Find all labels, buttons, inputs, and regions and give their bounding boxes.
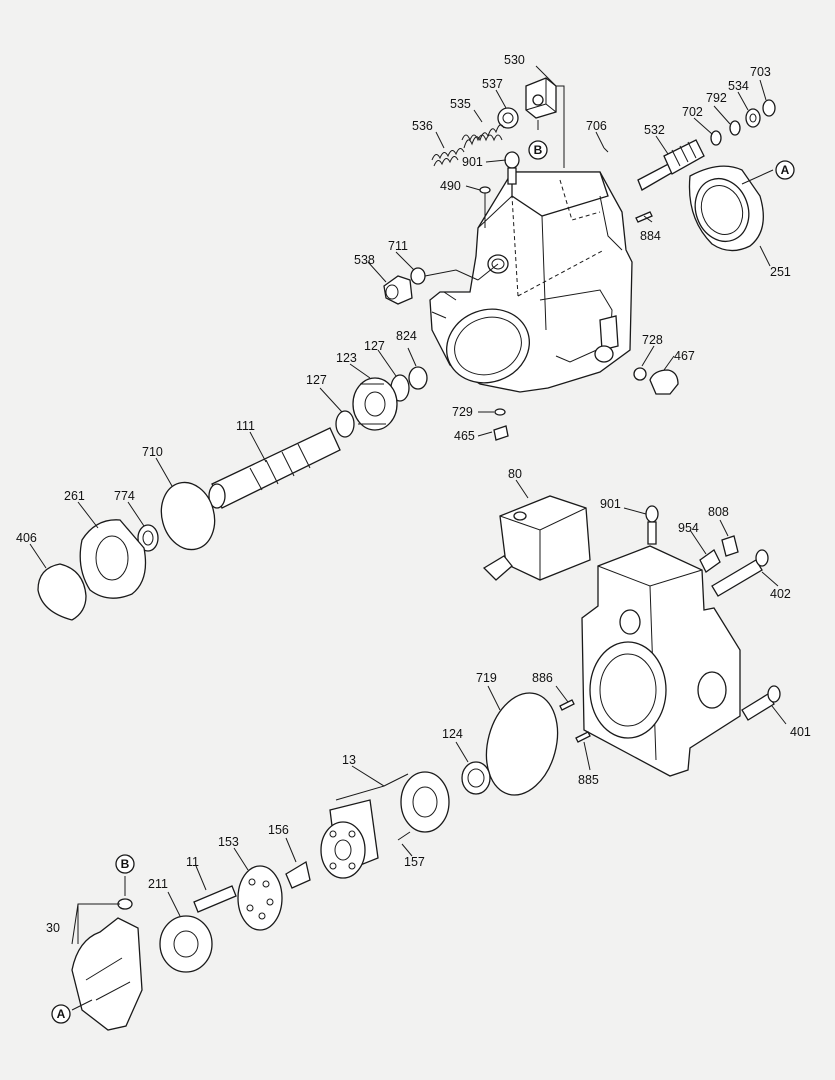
svg-text:A: A [57, 1007, 66, 1021]
leader-lines [29, 65, 787, 1011]
label-824: 824 [396, 329, 417, 343]
label-80: 80 [508, 467, 522, 481]
label-703: 703 [750, 65, 771, 79]
label-111: 111 [236, 419, 255, 433]
ref-marker-a-top: A [775, 160, 795, 180]
label-211: 211 [148, 877, 168, 891]
label-11: 11 [186, 855, 199, 869]
label-406: 406 [16, 531, 37, 545]
label-530: 530 [504, 53, 525, 67]
label-156: 156 [268, 823, 289, 837]
shaft-assembly [37, 366, 428, 621]
ref-marker-b-bottom: B [115, 854, 135, 874]
part-labels: 530 537 535 536 901 706 532 702 792 534 … [16, 53, 811, 935]
label-702: 702 [682, 105, 703, 119]
label-710: 710 [142, 445, 163, 459]
label-538: 538 [354, 253, 375, 267]
label-124: 124 [442, 727, 463, 741]
label-729: 729 [452, 405, 473, 419]
label-901-top: 901 [462, 155, 483, 169]
pump-housing-bottom [482, 495, 781, 777]
label-251: 251 [770, 265, 791, 279]
label-13: 13 [342, 753, 356, 767]
regulator-parts-top [383, 77, 776, 441]
label-901-mid: 901 [600, 497, 621, 511]
label-719: 719 [476, 671, 497, 685]
label-537: 537 [482, 77, 503, 91]
label-711: 711 [388, 239, 408, 253]
label-467: 467 [674, 349, 695, 363]
label-954: 954 [678, 521, 699, 535]
label-402: 402 [770, 587, 791, 601]
svg-text:B: B [121, 857, 130, 871]
label-127-top: 127 [364, 339, 385, 353]
label-490: 490 [440, 179, 461, 193]
ref-marker-b-top: B [528, 140, 548, 160]
pump-housing-top [429, 171, 633, 393]
label-30: 30 [46, 921, 60, 935]
label-401: 401 [790, 725, 811, 739]
rotating-group [71, 692, 559, 1031]
label-792: 792 [706, 91, 727, 105]
label-808: 808 [708, 505, 729, 519]
label-261: 261 [64, 489, 85, 503]
label-123: 123 [336, 351, 357, 365]
label-157: 157 [404, 855, 425, 869]
label-532: 532 [644, 123, 665, 137]
ref-marker-a-bottom: A [51, 1004, 71, 1024]
label-536: 536 [412, 119, 433, 133]
label-774: 774 [114, 489, 135, 503]
svg-text:A: A [781, 163, 790, 177]
label-728: 728 [642, 333, 663, 347]
label-535: 535 [450, 97, 471, 111]
label-886: 886 [532, 671, 553, 685]
label-706: 706 [586, 119, 607, 133]
label-465: 465 [454, 429, 475, 443]
label-534: 534 [728, 79, 749, 93]
svg-text:B: B [534, 143, 543, 157]
label-153: 153 [218, 835, 239, 849]
label-127-bottom: 127 [306, 373, 327, 387]
label-884: 884 [640, 229, 661, 243]
label-885: 885 [578, 773, 599, 787]
